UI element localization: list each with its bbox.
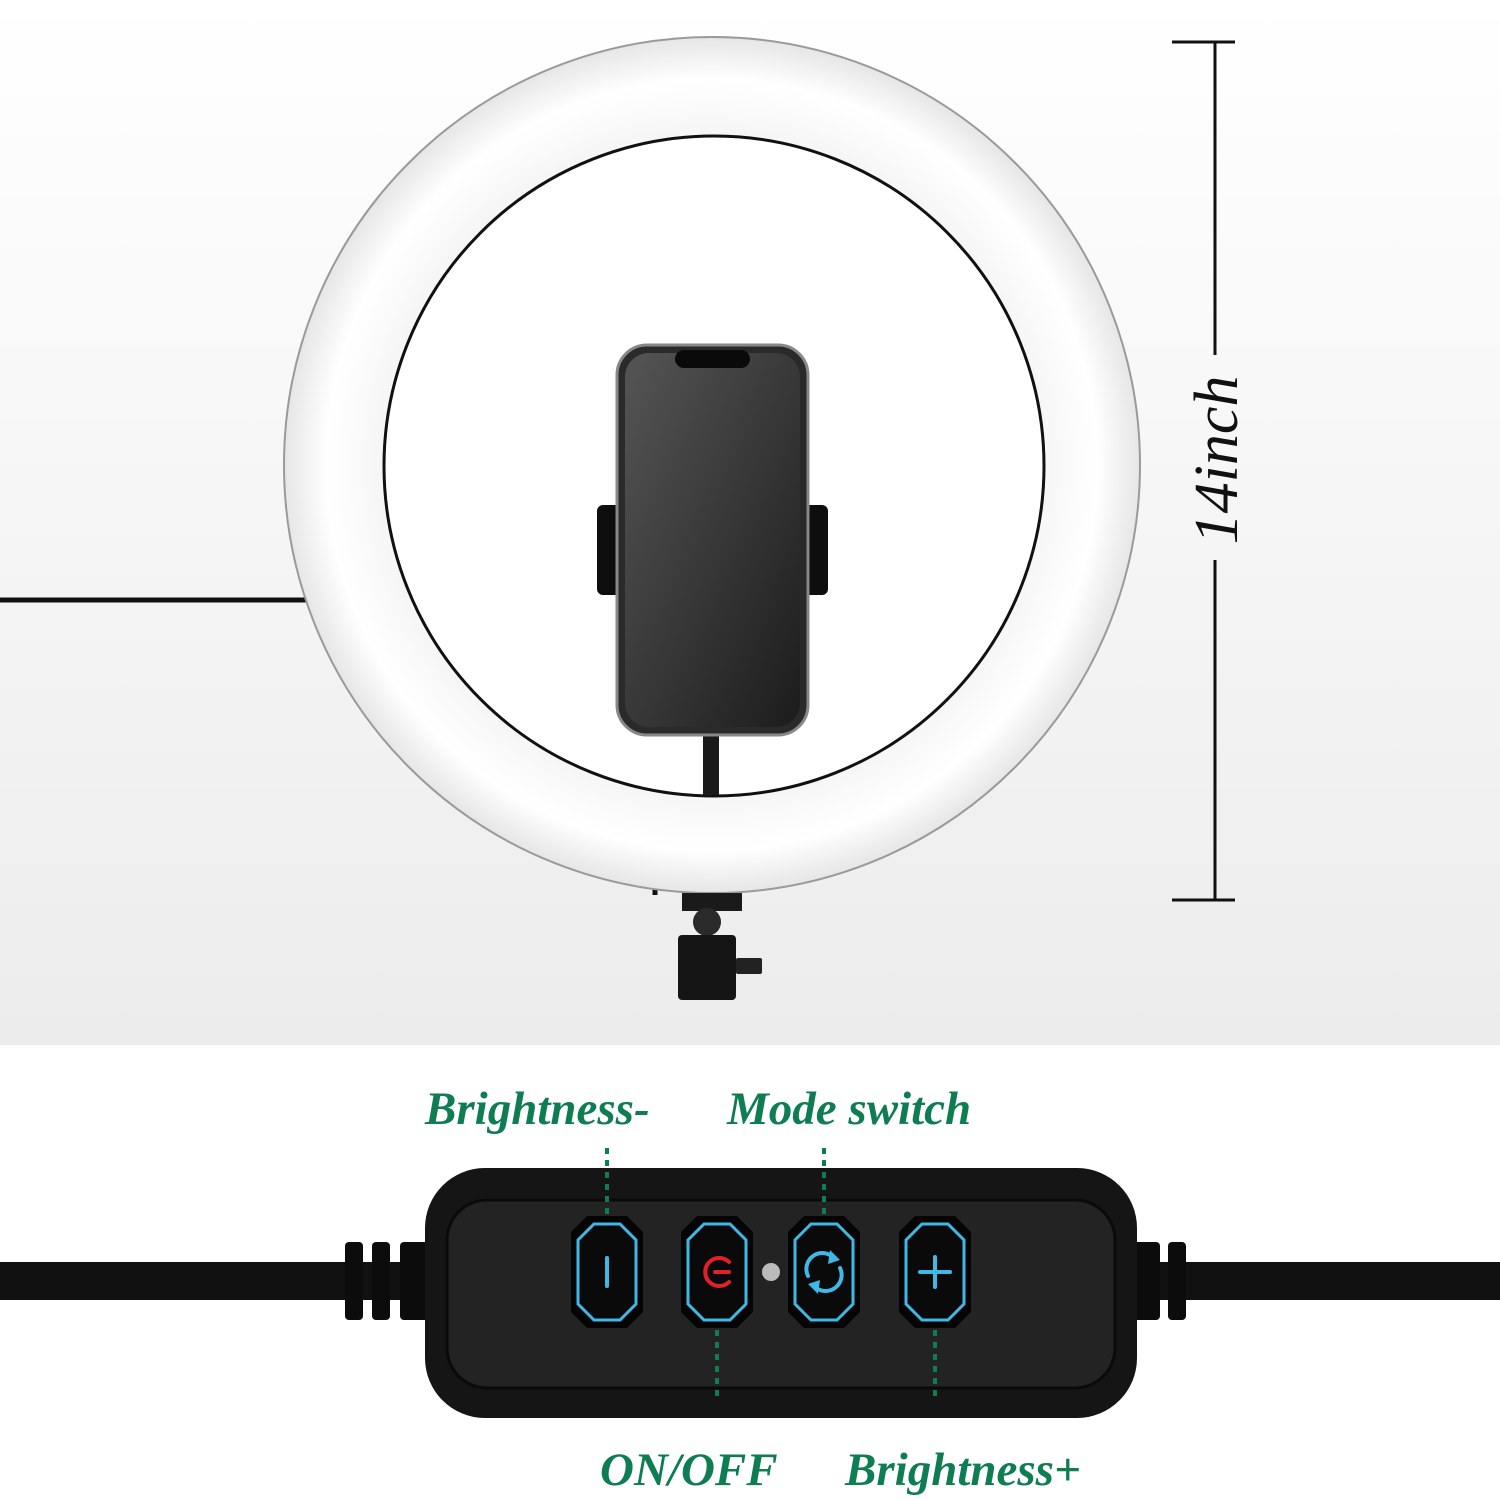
label-mode-switch: Mode switch [726,1083,971,1135]
ball-head-mount [678,893,762,1000]
indicator-led [762,1263,780,1281]
gooseneck-stem [703,730,719,795]
controller-button-minus[interactable] [571,1216,643,1328]
plus-icon [918,1255,952,1289]
controller-button-plus[interactable] [899,1216,971,1328]
label-brightness-minus: Brightness- [424,1083,650,1135]
controller-cable-left [0,1262,440,1300]
controller-button-cycle-arrows[interactable] [788,1216,860,1328]
smartphone [615,343,810,737]
dimension-label: 14inch [1183,376,1251,545]
label-brightness-plus: Brightness+ [844,1444,1081,1496]
power-icon [703,1256,731,1288]
controller-button-power[interactable] [681,1216,753,1328]
cycle-arrows-icon [804,1250,844,1294]
inline-controller [425,1168,1137,1418]
label-on-off: ON/OFF [600,1444,778,1496]
dimension-line [1172,40,1235,902]
cable-strain-relief [345,1242,1186,1320]
